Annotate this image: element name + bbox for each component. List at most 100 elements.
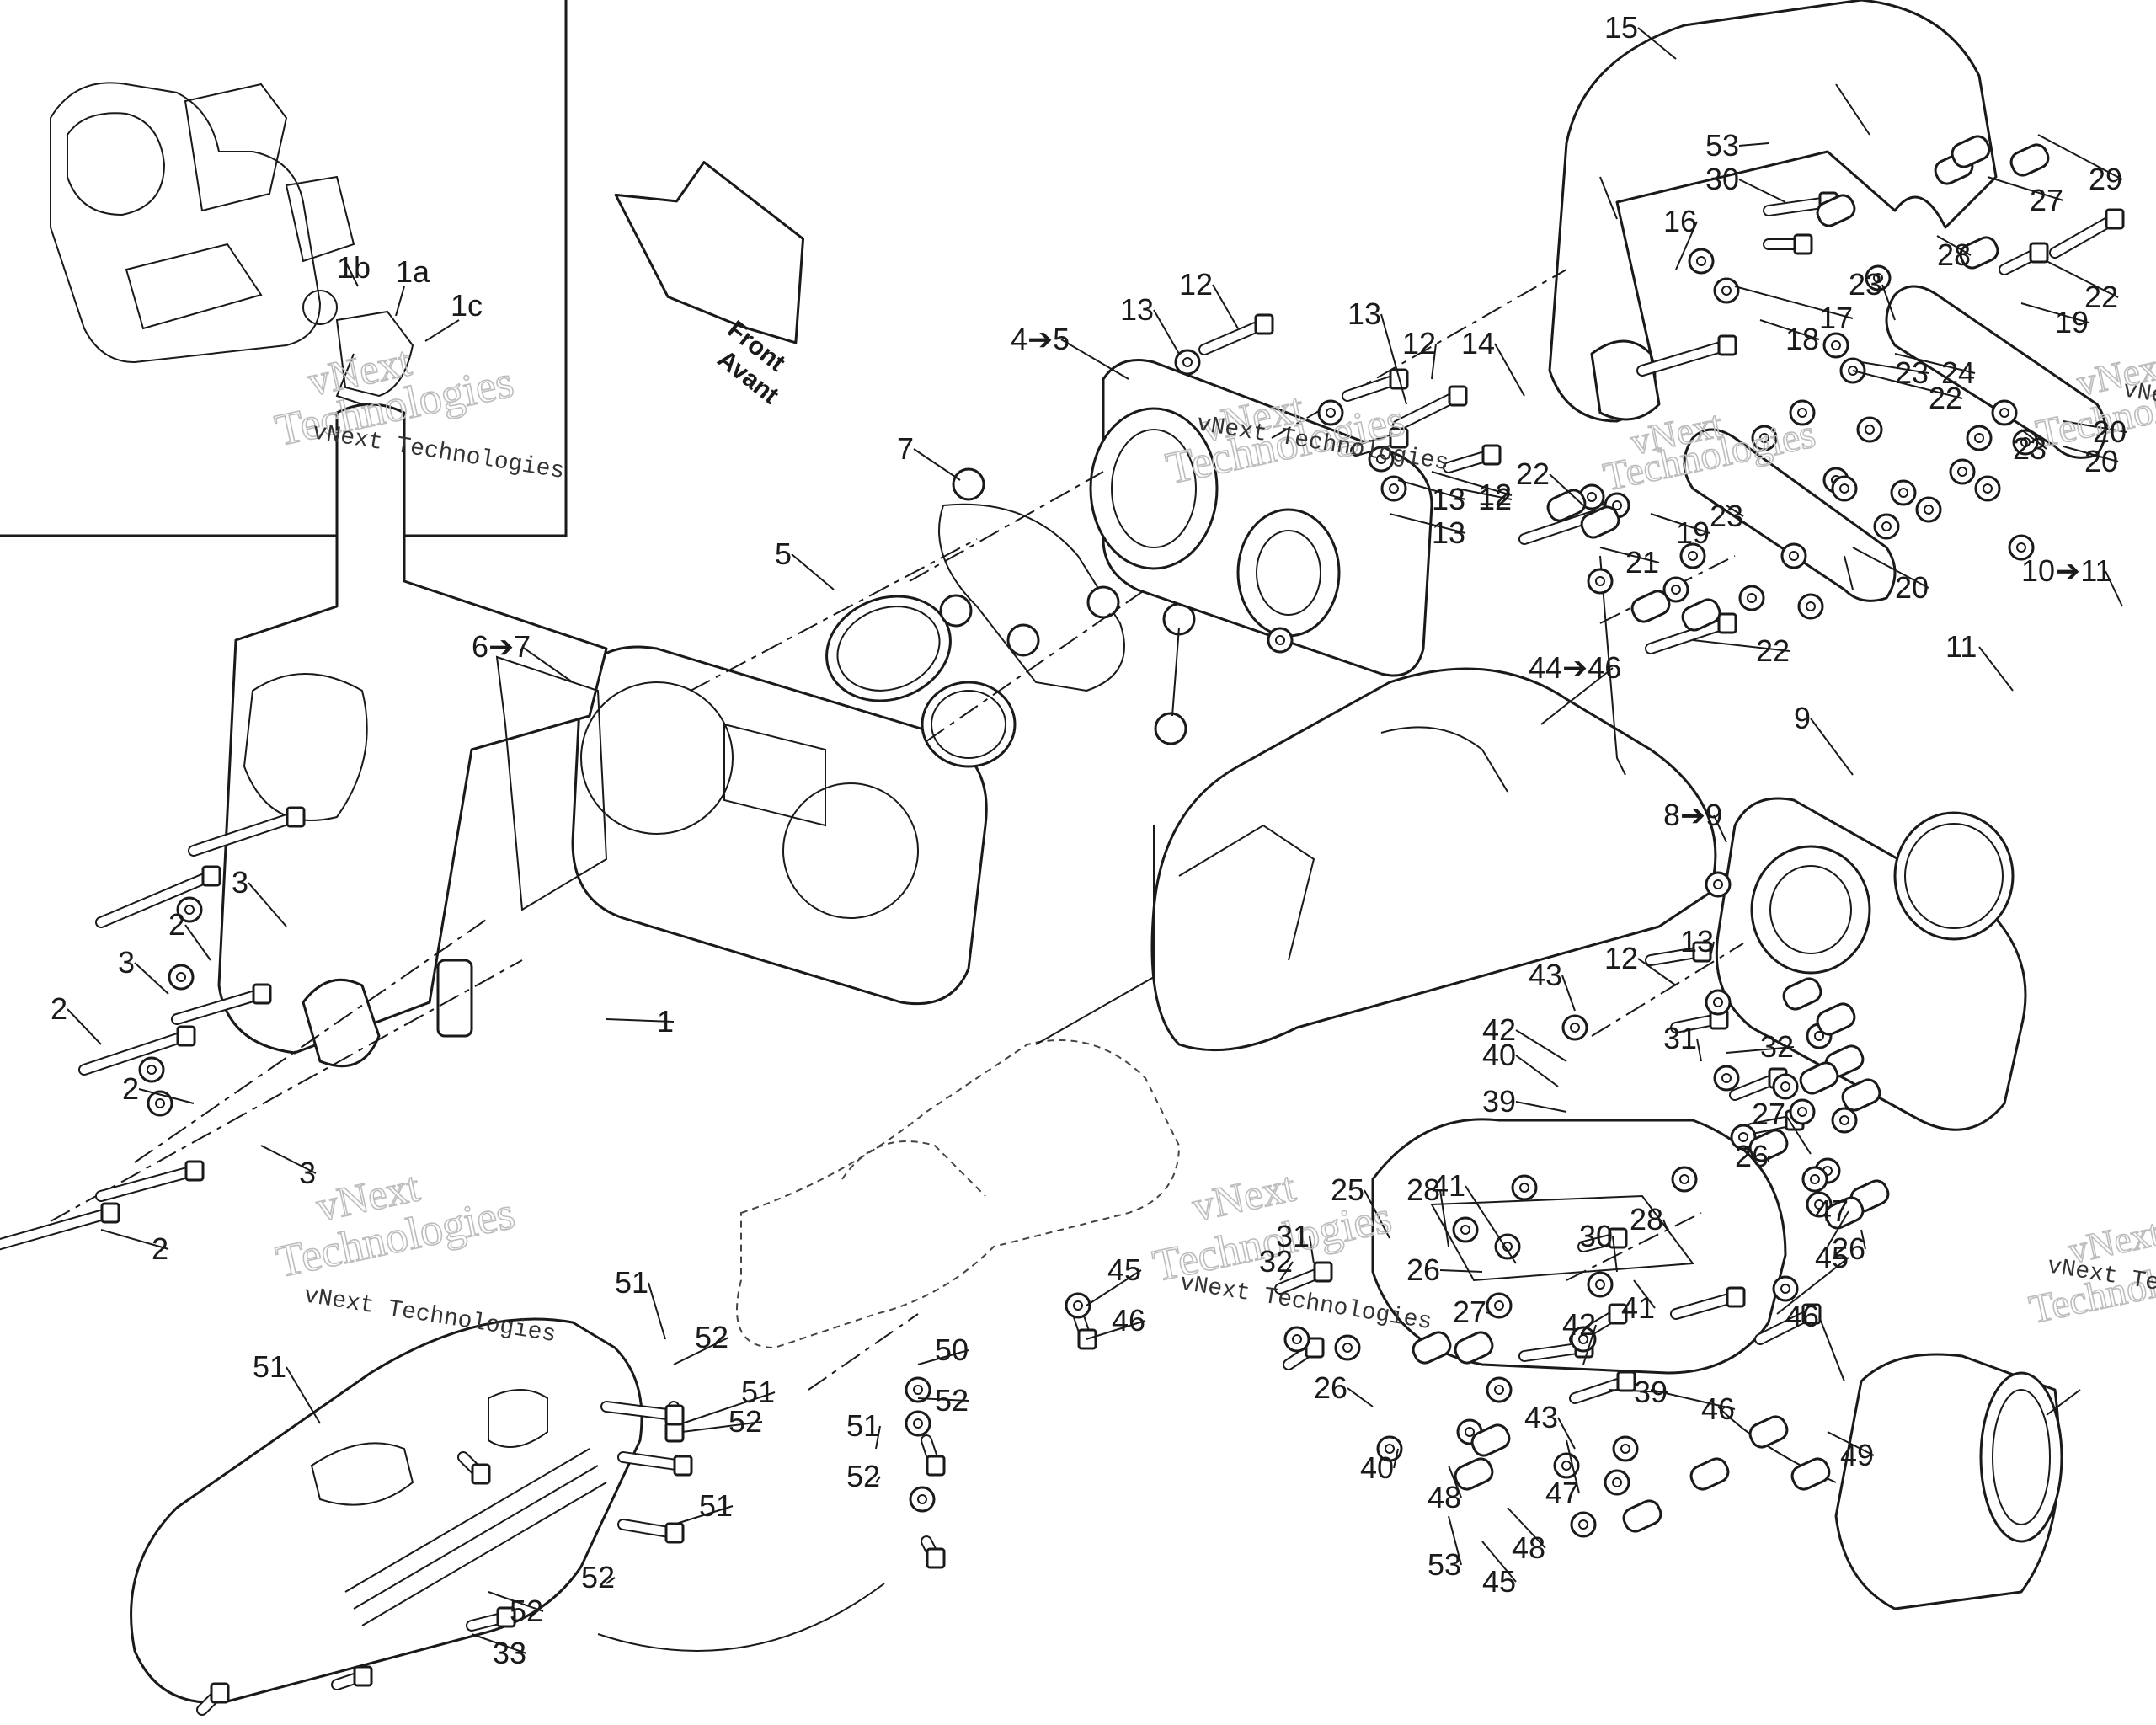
leader-line xyxy=(1713,814,1727,843)
callout-label: 49 xyxy=(1840,1438,1874,1472)
callout-label: 46 xyxy=(1112,1303,1145,1338)
leader-line xyxy=(1709,941,1715,961)
washer-hole xyxy=(1721,1073,1732,1083)
leader-line xyxy=(1515,1055,1559,1087)
callout-label: 10➔11 xyxy=(2021,553,2112,588)
leader-line xyxy=(2037,134,2123,180)
washer xyxy=(1317,399,1344,426)
washer-hole xyxy=(1898,488,1908,498)
washer-hole xyxy=(1292,1334,1302,1344)
washer-hole xyxy=(1957,467,1967,477)
callout-label: 51 xyxy=(846,1408,880,1443)
callout-label: 27 xyxy=(1453,1295,1486,1329)
leader-line xyxy=(1738,179,1786,203)
washer xyxy=(1376,1435,1403,1462)
leader-line xyxy=(488,1591,544,1612)
leader-line xyxy=(260,1145,317,1174)
bolt-head xyxy=(673,1455,693,1477)
washer-hole xyxy=(1759,433,1769,443)
washer-hole xyxy=(1578,1334,1588,1344)
callout-label: 39 xyxy=(1634,1375,1668,1409)
leader-line xyxy=(1860,1229,1866,1250)
washer xyxy=(1780,542,1807,569)
leader-line xyxy=(1153,309,1180,355)
callout-label: 5 xyxy=(775,537,792,571)
callout-label: 45 xyxy=(1815,1240,1849,1274)
washer xyxy=(1511,1174,1538,1201)
bolt-fill xyxy=(602,1402,678,1419)
washer-hole xyxy=(1578,1519,1588,1530)
leader-line xyxy=(1486,1311,1492,1315)
callout-label: 20 xyxy=(2084,444,2118,478)
washer xyxy=(1789,1098,1816,1125)
bushing xyxy=(1580,505,1620,539)
leader-line xyxy=(1347,1387,1374,1407)
washer xyxy=(1822,332,1849,359)
washer-hole xyxy=(913,1385,923,1395)
leader-line xyxy=(1894,353,1976,374)
washer xyxy=(1679,542,1706,569)
washer-hole xyxy=(1385,1444,1395,1454)
callout-label: 13 xyxy=(1680,924,1714,959)
motion-arrow-3 xyxy=(2046,1389,2081,1416)
callout-label: 30 xyxy=(1579,1219,1613,1253)
callout-label: 3 xyxy=(118,945,135,980)
washer-hole xyxy=(1595,1279,1605,1290)
washer xyxy=(1966,425,1993,451)
washer-hole xyxy=(147,1065,157,1075)
callout-label: 29 xyxy=(2089,162,2122,196)
washer-hole xyxy=(1865,425,1875,435)
washer xyxy=(1751,425,1778,451)
bolt-head xyxy=(2029,242,2049,264)
callout-label: 16 xyxy=(1663,204,1697,238)
washer-hole xyxy=(1721,286,1732,296)
bushing xyxy=(1959,236,1999,270)
callout-label: 12 xyxy=(1478,482,1512,516)
leader-line xyxy=(1633,1279,1656,1309)
washer xyxy=(1949,458,1976,485)
washer xyxy=(1452,1216,1479,1243)
washer-hole xyxy=(1780,1081,1790,1092)
washer-hole xyxy=(155,1098,165,1108)
front-direction-arrow xyxy=(614,161,805,344)
watermark-small: vNext Technologies xyxy=(302,1283,558,1348)
leader-line xyxy=(875,1476,881,1483)
washer-hole xyxy=(2020,437,2031,447)
callout-label: 28 xyxy=(1630,1202,1663,1236)
callout-label: 30 xyxy=(1705,162,1739,196)
washer xyxy=(1713,277,1740,304)
bolt-head xyxy=(664,1522,685,1544)
bolt-fill xyxy=(97,1167,198,1200)
leader-line xyxy=(138,1088,195,1104)
callout-label: 3 xyxy=(232,865,248,900)
bolt-head xyxy=(184,1160,205,1182)
leader-line xyxy=(606,1018,675,1023)
washer-hole xyxy=(1974,433,1984,443)
callout-label: 31 xyxy=(1663,1021,1697,1055)
washer xyxy=(905,1376,931,1403)
bolt-head xyxy=(252,983,272,1005)
leader-line xyxy=(1393,1448,1399,1469)
bushing xyxy=(1824,1196,1865,1230)
callout-label: 53 xyxy=(1705,128,1739,163)
bolt-fill xyxy=(1646,619,1731,653)
callout-label: 47 xyxy=(1545,1476,1579,1510)
callout-label: 12 xyxy=(1179,267,1213,302)
leader-line xyxy=(1650,1389,1736,1410)
washer xyxy=(1604,1469,1630,1496)
callout-label: 26 xyxy=(1314,1370,1348,1405)
bolt-fill xyxy=(1638,341,1731,375)
washer xyxy=(1368,446,1395,473)
leader-line xyxy=(1540,667,1614,725)
part-airbox-1 xyxy=(217,403,608,1068)
part-oring-9 xyxy=(1893,811,2015,941)
leader-line xyxy=(286,1366,321,1424)
callout-label: 13 xyxy=(1432,482,1465,516)
leader-line xyxy=(917,1349,969,1365)
washer-hole xyxy=(1924,505,1934,515)
callout-label: 53 xyxy=(1428,1547,1461,1582)
bolt-head xyxy=(1616,1370,1636,1392)
callout-label: 52 xyxy=(846,1459,880,1493)
washer-hole xyxy=(1679,1174,1689,1184)
